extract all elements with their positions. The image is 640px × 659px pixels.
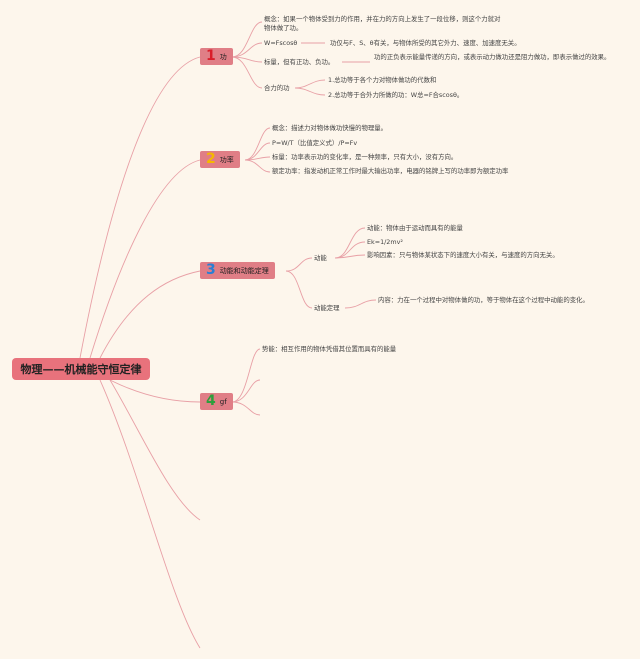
potential-energy: 势能：相互作用的物体凭借其位置而具有的能量 — [262, 345, 397, 353]
work-resultant-2: 2.总功等于合外力所做的功：W总=F合scosθ。 — [328, 91, 464, 99]
work-formula-note: 功仅与F、S、θ有关，与物体所受的其它外力、速度、加速度无关。 — [330, 39, 521, 47]
root-node[interactable]: 物理——机械能守恒定律 — [12, 358, 150, 380]
work-scalar-note: 功的正负表示能量传递的方向，或表示动力做功还是阻力做功，即表示做过的效果。 — [374, 53, 611, 61]
work-formula: W=Fscosθ — [264, 39, 298, 47]
power-rated: 额定功率：指发动机正常工作时最大输出功率，电器的铭牌上写的功率即为额定功率 — [272, 167, 509, 175]
branch-number: 4 — [206, 393, 216, 409]
power-scalar: 标量：功率表示功的变化率，是一种频率，只有大小，没有方向。 — [272, 153, 458, 161]
ke-factors: 影响因素：只与物体某状态下的速度大小有关，与速度的方向无关。 — [367, 251, 559, 259]
ke-theorem-node: 动能定理 — [314, 304, 340, 312]
branch-number: 1 — [206, 48, 216, 64]
work-concept: 概念：如果一个物体受到力的作用，并在力的方向上发生了一段位移，则这个力就对物体做… — [264, 15, 501, 32]
ke-formula: Ek=1/2mv² — [367, 238, 403, 246]
branch-node-work[interactable]: 1 功 — [200, 48, 233, 65]
branch-node-kinetic-energy[interactable]: 3 动能和动能定理 — [200, 262, 275, 279]
work-resultant: 合力的功 — [264, 84, 290, 92]
ke-theorem-content: 内容：力在一个过程中对物体做的功，等于物体在这个过程中动能的变化。 — [378, 296, 589, 304]
branch-number: 3 — [206, 262, 216, 278]
root-label: 物理——机械能守恒定律 — [20, 363, 142, 376]
ke-definition: 动能：物体由于运动而具有的能量 — [367, 224, 463, 232]
ke-node: 动能 — [314, 254, 327, 262]
branch-label: 功率 — [219, 155, 234, 164]
work-resultant-1: 1.总功等于各个力对物体做功的代数和 — [328, 76, 437, 84]
power-formula: P=W/T（比值定义式）/P=Fv — [272, 139, 358, 147]
branch-label: 功 — [219, 52, 227, 61]
branch-label: 动能和动能定理 — [219, 266, 269, 275]
branch-node-power[interactable]: 2 功率 — [200, 151, 240, 168]
power-concept: 概念：描述力对物体做功快慢的物理量。 — [272, 124, 388, 132]
branch-label: gf — [219, 397, 227, 406]
branch-number: 2 — [206, 151, 216, 167]
branch-node-gf[interactable]: 4 gf — [200, 393, 233, 410]
work-scalar: 标量，但有正功、负功。 — [264, 58, 335, 66]
